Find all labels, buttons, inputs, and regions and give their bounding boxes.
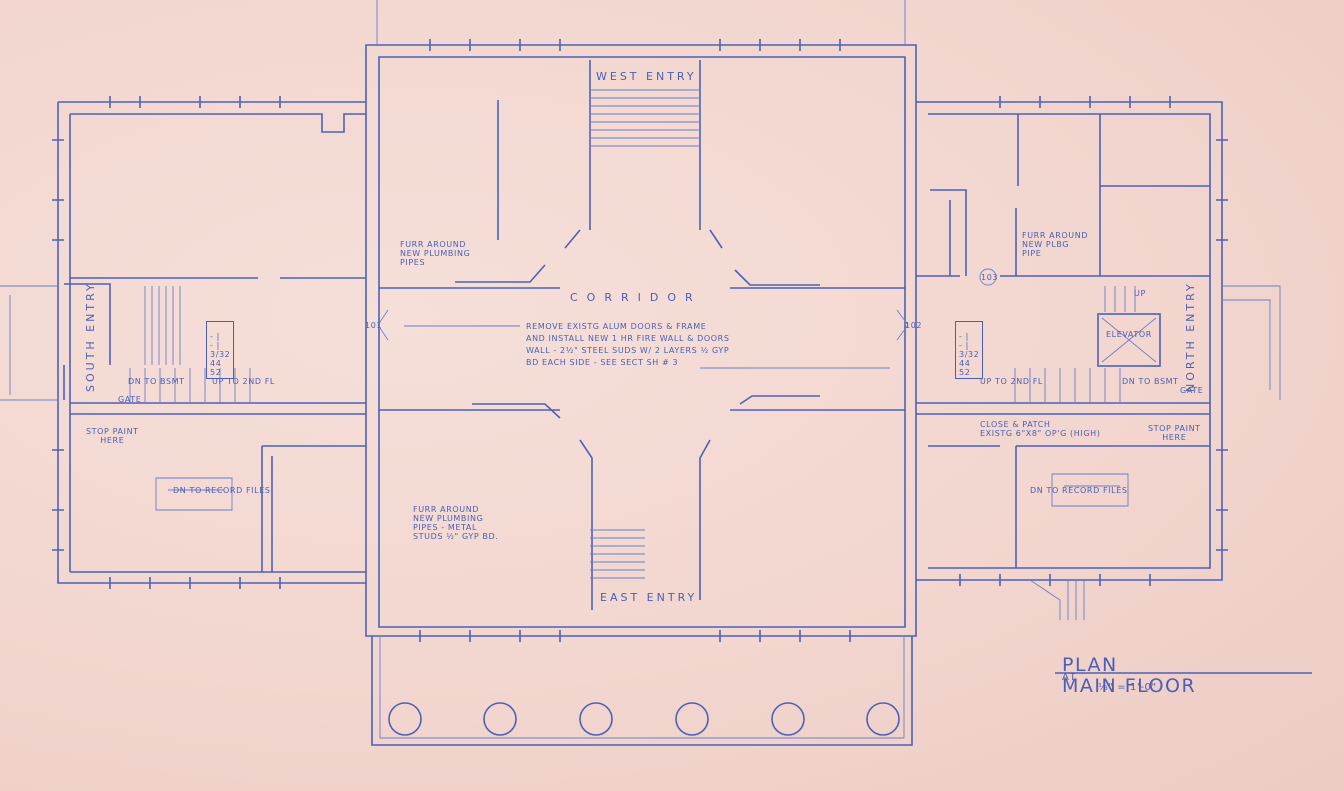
furr-note-west: FURR AROUND NEW PLUMBING PIPES [400,240,471,267]
north-entry-label: NORTH ENTRY [1184,281,1197,392]
close-patch-note: CLOSE & PATCH EXISTG 6"x8" OP'G (HIGH) [980,420,1101,438]
furr-note-north: FURR AROUND NEW PLBG PIPE [1022,231,1089,258]
corridor-label: CORRIDOR [570,291,702,304]
schedule-cell: 44 [210,359,222,368]
gate-north-label: GATE [1180,386,1204,395]
building-walls [0,0,1281,746]
schedule-tag-south: - | - | 3/32 44 52 [206,321,235,379]
stop-paint-south: STOP PAINT HERE [86,427,139,445]
south-down-stair-label: DN TO BSMT [128,377,185,386]
north-down-stair-label: DN TO BSMT [1122,377,1179,386]
window-ticks [52,39,1228,642]
schedule-cell: 3/32 [959,350,980,359]
elevator-up-label: UP [1134,289,1146,298]
stop-paint-north: STOP PAINT HERE [1148,424,1201,442]
portico-columns [388,702,900,736]
north-records-label: DN TO RECORD FILES [1030,486,1128,495]
schedule-cell: 52 [959,368,971,377]
door-tag-101: 101 [365,321,383,330]
elevator-shaft [1097,313,1161,367]
elevator-label: ELEVATOR [1106,330,1152,339]
furr-note-east: FURR AROUND NEW PLUMBING PIPES - METAL S… [413,505,499,541]
schedule-cell: - [210,332,214,341]
north-up-stair-label: UP TO 2ND FL [980,377,1043,386]
remove-doors-note: REMOVE EXISTG ALUM DOORS & FRAME AND INS… [526,322,730,367]
drawing-title: PLAN AT MAIN FLOOR [1062,652,1196,696]
schedule-cell: 3/32 [210,350,231,359]
schedule-cell: - [210,341,214,350]
schedule-cell: 52 [210,368,222,377]
schedule-cell: - [959,341,963,350]
schedule-cell: - [959,332,963,341]
east-entry-label: EAST ENTRY [600,591,698,604]
stairs [129,89,1136,620]
south-records-label: DN TO RECORD FILES [173,486,271,495]
west-entry-label: WEST ENTRY [596,70,697,83]
title-floor: MAIN FLOOR [1062,675,1197,697]
schedule-cell: 44 [959,359,971,368]
south-entry-label: SOUTH ENTRY [84,281,97,392]
door-tag-102: 102 [905,321,923,330]
drawing-scale: ⅛" = 1'-0" [1098,682,1157,693]
gate-south-label: GATE [118,395,142,404]
south-up-stair-label: UP TO 2ND FL [212,377,275,386]
room-tag-103: 103 [981,273,999,282]
title-at: AT [1062,672,1078,683]
door-tags [377,268,997,369]
schedule-tag-north: - | - | 3/32 44 52 [955,321,984,379]
